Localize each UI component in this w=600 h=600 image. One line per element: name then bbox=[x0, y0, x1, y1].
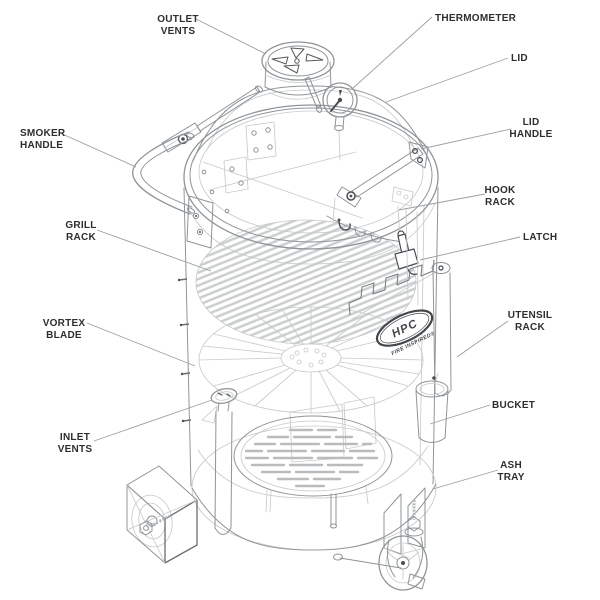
label-grill-rack-line1: GRILL bbox=[65, 220, 96, 231]
label-thermometer-line1: THERMOMETER bbox=[435, 13, 517, 24]
label-lid-handle: LID HANDLE bbox=[509, 117, 552, 140]
leader-hook-rack bbox=[398, 193, 486, 211]
thermometer-needle bbox=[330, 99, 341, 112]
label-vortex-blade: VORTEX BLADE bbox=[43, 318, 86, 341]
label-grill-rack-line2: RACK bbox=[66, 232, 96, 243]
label-bucket: BUCKET bbox=[492, 400, 535, 411]
lid-handle bbox=[336, 141, 429, 208]
leader-bucket bbox=[429, 404, 491, 425]
inlet-vent bbox=[201, 387, 238, 535]
wall-studs bbox=[177, 278, 192, 423]
hpc-logo: HPC FIRE INSPIRED® bbox=[375, 309, 436, 357]
label-smoker-handle-line1: SMOKER bbox=[20, 128, 66, 139]
label-lid-line1: LID bbox=[511, 53, 528, 64]
sawtooth-rack-strip bbox=[348, 259, 435, 316]
label-lid-handle-line1: LID bbox=[523, 117, 540, 128]
meat-hook bbox=[338, 219, 351, 231]
utensil-rack bbox=[348, 207, 452, 397]
label-grill-rack: GRILL RACK bbox=[65, 220, 96, 243]
thermometer-tick bbox=[339, 90, 342, 96]
label-outlet-vents: OUTLET VENTS bbox=[157, 14, 199, 37]
thermometer bbox=[322, 82, 358, 161]
label-thermometer: THERMOMETER bbox=[435, 13, 517, 24]
wheel-lock-lever bbox=[333, 553, 426, 590]
bucket bbox=[415, 372, 449, 443]
damper-rod bbox=[304, 76, 323, 113]
vent-mount-plates bbox=[223, 121, 277, 194]
label-outlet-vents-line1: OUTLET bbox=[157, 14, 199, 25]
part-labels: OUTLET VENTS THERMOMETER LID LID HANDLE … bbox=[20, 13, 557, 483]
leader-ash-tray bbox=[432, 469, 499, 490]
vent-slots bbox=[271, 47, 324, 74]
label-vortex-blade-line1: VORTEX bbox=[43, 318, 86, 329]
leader-grill-rack bbox=[96, 229, 212, 272]
outlet-vent-cap bbox=[261, 41, 335, 113]
label-inlet-vents-line2: VENTS bbox=[58, 444, 93, 455]
leader-thermometer bbox=[351, 16, 433, 90]
leader-latch bbox=[419, 236, 521, 261]
label-lid: LID bbox=[511, 53, 528, 64]
label-inlet-vents: INLET VENTS bbox=[58, 432, 93, 455]
label-ash-tray: ASH TRAY bbox=[497, 460, 524, 483]
leader-smoker-handle bbox=[59, 132, 137, 168]
latch bbox=[391, 186, 419, 275]
label-inlet-vents-line1: INLET bbox=[60, 432, 90, 443]
label-vortex-blade-line2: BLADE bbox=[46, 330, 82, 341]
label-bucket-line1: BUCKET bbox=[492, 400, 535, 411]
leader-outlet-vents bbox=[195, 18, 267, 55]
leader-vortex-blade bbox=[86, 322, 196, 367]
lid bbox=[183, 85, 439, 250]
vortex-blade bbox=[198, 306, 424, 414]
label-latch-line1: LATCH bbox=[523, 232, 557, 243]
label-utensil-rack: UTENSIL RACK bbox=[508, 310, 553, 333]
wheel-housing bbox=[126, 465, 198, 564]
handle-mount-plate bbox=[186, 195, 214, 249]
leader-lid bbox=[385, 57, 509, 103]
leader-utensil-rack bbox=[456, 320, 509, 358]
label-hook-rack: HOOK RACK bbox=[485, 185, 517, 208]
label-ash-tray-line1: ASH bbox=[500, 460, 522, 471]
leader-inlet-vents bbox=[93, 399, 213, 442]
label-ash-tray-line2: TRAY bbox=[497, 472, 524, 483]
smoker-handle bbox=[132, 85, 264, 249]
label-lid-handle-line2: HANDLE bbox=[509, 129, 552, 140]
leader-lines bbox=[59, 16, 521, 490]
label-hook-rack-line1: HOOK bbox=[485, 185, 517, 196]
label-smoker-handle: SMOKER HANDLE bbox=[20, 128, 66, 151]
tray-legs bbox=[265, 486, 369, 529]
rim-rivets bbox=[201, 169, 230, 214]
leader-lid-handle bbox=[420, 128, 512, 150]
caster-wheel bbox=[333, 487, 428, 591]
label-latch: LATCH bbox=[523, 232, 557, 243]
label-hook-rack-line2: RACK bbox=[485, 197, 515, 208]
axle-bolt bbox=[139, 514, 171, 536]
label-utensil-rack-line1: UTENSIL bbox=[508, 310, 553, 321]
ash-tray bbox=[233, 415, 393, 529]
label-smoker-handle-line2: HANDLE bbox=[20, 140, 63, 151]
label-outlet-vents-line2: VENTS bbox=[161, 26, 196, 37]
label-utensil-rack-line2: RACK bbox=[515, 322, 545, 333]
